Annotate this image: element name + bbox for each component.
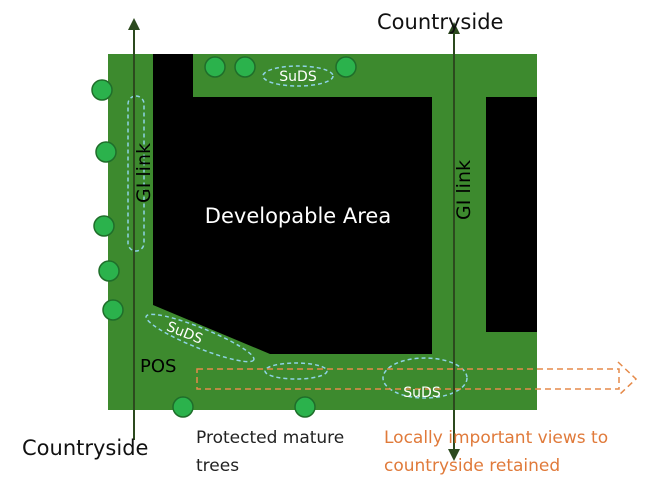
pos-label: POS <box>140 356 176 377</box>
tree-icon <box>335 56 357 78</box>
suds-diagonal-ellipse <box>145 313 255 363</box>
suds-bottom-right-label: SuDS <box>403 385 441 401</box>
developable-area <box>153 54 432 354</box>
tree-icon <box>294 396 316 418</box>
tree-icon <box>234 56 256 78</box>
tree-icon <box>98 260 120 282</box>
views-caption: Locally important views to countryside r… <box>384 424 608 480</box>
suds-top-label: SuDS <box>279 69 317 85</box>
suds-top-ellipse <box>262 65 334 87</box>
views-line2: countryside retained <box>384 456 561 476</box>
views-arrow-head <box>617 361 638 397</box>
protected-trees-line2: trees <box>196 456 240 476</box>
tree-icon <box>93 215 115 237</box>
suds-bottom-right-ellipse <box>382 357 468 399</box>
suds-small-ellipse <box>264 362 328 380</box>
developable-area-right <box>486 97 537 332</box>
protected-trees-caption: Protected mature trees <box>196 424 344 480</box>
gi-link-right-label: GI link <box>453 160 475 220</box>
protected-trees-line1: Protected mature <box>196 428 345 448</box>
tree-icon <box>95 141 117 163</box>
gi-link-left-corridor <box>127 95 145 252</box>
bottom-countryside-label: Countryside <box>22 436 149 460</box>
tree-icon <box>91 79 113 101</box>
protected-trees <box>91 56 357 418</box>
gi-link-left-label: GI link <box>133 143 155 203</box>
tree-icon <box>204 56 226 78</box>
tree-icon <box>172 396 194 418</box>
views-corridor <box>196 368 620 390</box>
top-countryside-label: Countryside <box>377 10 504 34</box>
views-line1: Locally important views to <box>384 428 609 448</box>
tree-icon <box>102 299 124 321</box>
developable-area-label: Developable Area <box>205 204 391 228</box>
